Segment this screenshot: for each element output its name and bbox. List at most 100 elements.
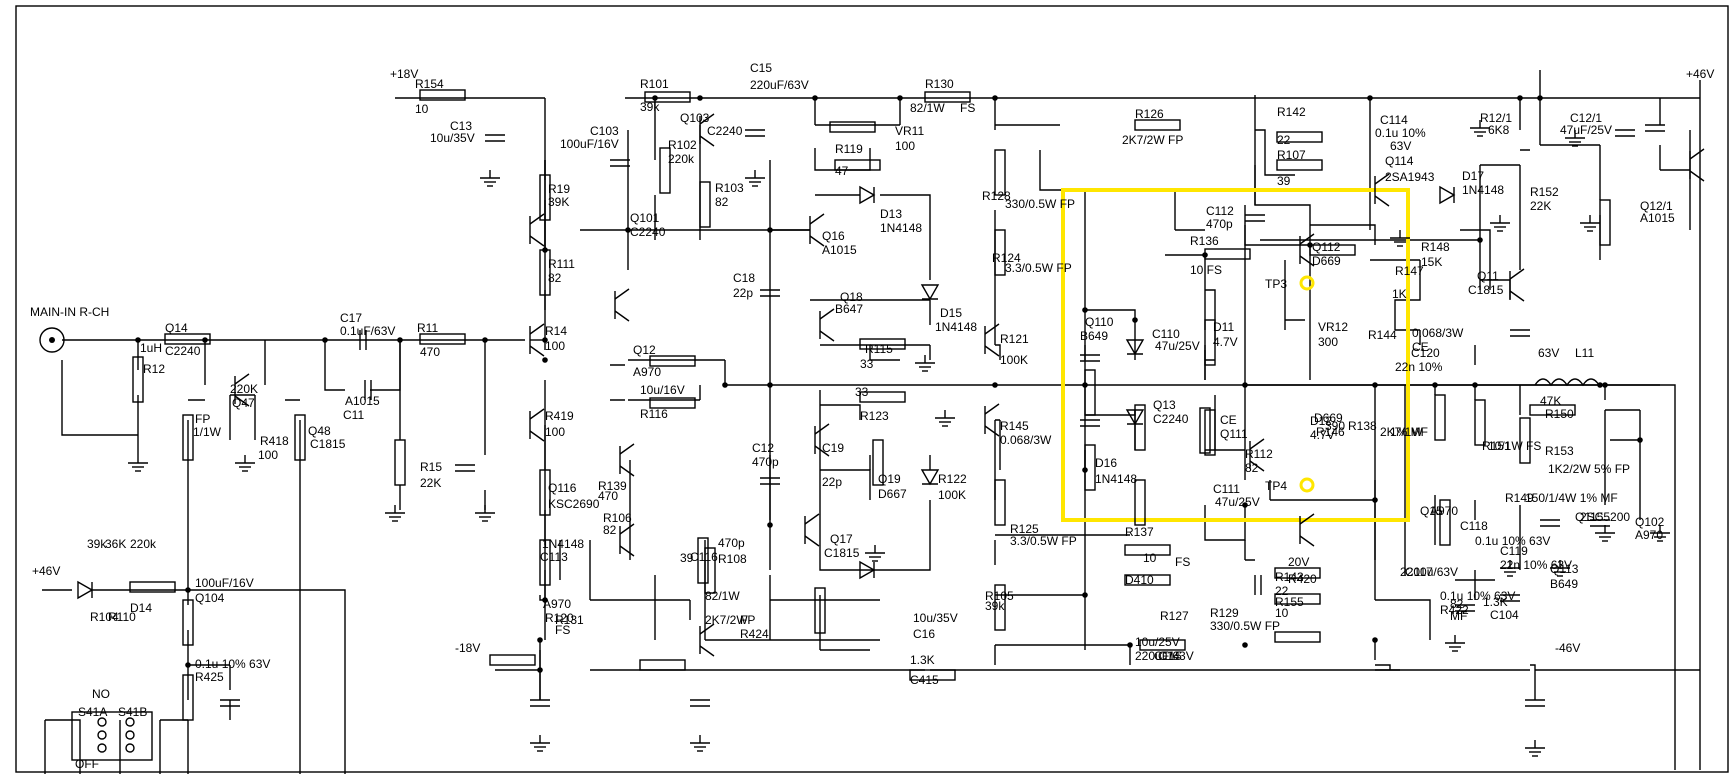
component-label: R139 [598,479,627,493]
component-label: 1.3K [1483,595,1508,609]
diode-icon [77,580,94,600]
component-label: 1K2/2W 5% FP [1548,462,1630,476]
component-label: 1N4148 [1462,183,1504,197]
component-label: 2200u/63V [1400,565,1458,579]
component-label: MF [1450,609,1467,623]
transistor-icon [234,395,250,407]
resistor-icon [1134,404,1146,451]
component-label: 33 [860,357,874,371]
component-label: 100uF/16V [560,137,619,151]
transistor-icon [1509,290,1525,302]
component-label: VR12 [1318,320,1348,334]
component-label: 39 [1277,174,1291,188]
junction-dot [1132,317,1138,323]
junction-dot [722,382,728,388]
component-label: 22n 10% [1395,360,1443,374]
junction-dot [1367,95,1373,101]
component-label: 100 [895,139,915,153]
component-label: 20V [1288,555,1309,569]
transistor-icon [984,345,1000,357]
component-label: 150/1/4W 1% MF [1525,491,1618,505]
resistor-icon [697,537,709,584]
resistor-icon [1434,394,1446,441]
component-label: R149 [1505,491,1534,505]
component-label: R19 [548,182,570,196]
component-label: R128 [982,189,1011,203]
component-label: 10/1W FS [1488,439,1541,453]
component-label: A1015 [345,394,380,408]
transistor-icon [804,513,820,525]
component-label: KSC2690 [548,497,600,511]
component-label: R131 [555,613,584,627]
junction-dot [992,95,998,101]
component-label: C17 [340,311,362,325]
resistor-icon [994,149,1006,196]
resistor-icon [659,147,671,194]
rail-pos46: +46V [1686,67,1714,81]
component-label: Q116 [548,481,577,495]
junction-dot [397,337,403,343]
component-label: R136 [1190,234,1219,248]
resistor-icon [1124,544,1171,556]
component-label: R126 [1135,107,1164,121]
component-label: D12 [1310,414,1332,428]
component-label: 300 [1318,335,1338,349]
junction-dot [1242,642,1248,648]
junction-dot [1432,382,1438,388]
transistor-icon [1299,233,1315,245]
component-label: 4.7V [1213,335,1238,349]
component-label: R418 [260,434,289,448]
junction-dot [1517,95,1523,101]
component-label: 330/0.5W FP [1005,197,1075,211]
switch-contact-icon [125,743,135,753]
component-label: CE [1220,413,1237,427]
component-label: R145 [1000,419,1029,433]
component-label: R112 [1245,447,1273,461]
component-label: 47u/25V [1215,495,1260,509]
switch-no-label: NO [92,687,110,701]
diode-icon [920,469,940,486]
component-label: 4.7V [1310,428,1335,442]
resistor-icon [994,229,1006,276]
component-label: C2240 [1153,412,1189,426]
component-label: 47K [1540,394,1561,408]
component-label: 22p [822,475,842,489]
component-label: R425 [195,670,224,684]
component-label: A970 [1635,528,1663,542]
transistor-icon [814,445,830,457]
component-label: 0.1u 10% 63V [1440,589,1515,603]
junction-dot [202,337,208,343]
resistor-icon [539,174,551,221]
component-label: Q114 [1385,154,1414,168]
switch-s41a-label: S41A [78,705,107,719]
component-label: R110 [108,610,136,624]
component-label: R104 [90,610,119,624]
diode-icon [1125,409,1145,426]
transistor-icon [619,545,635,557]
component-label: 220k [668,152,695,166]
component-label: 1.3K [910,653,935,667]
component-label: 0.1u 10% 63V [195,657,270,671]
junction-dot [135,337,141,343]
component-label: R121 [1000,332,1029,346]
resistor-icon [829,121,876,133]
resistor-icon [814,587,826,634]
component-label: 1N4148 [880,221,922,235]
component-label: FP [740,613,755,627]
diode-icon [859,560,876,580]
component-label: D15 [940,306,962,320]
component-label: C114 [1380,113,1408,127]
component-label: R137 [1125,525,1154,539]
component-label: Q113 [1550,562,1579,576]
component-label: 3.3/0.5W FP [1010,534,1077,548]
component-label: Q12/1 [1640,199,1673,213]
diode-icon [1125,339,1145,356]
component-label: 2K7/2W [705,613,748,627]
component-label: 0.068/3W [1412,326,1464,340]
resistor-icon [704,547,716,594]
component-label: Q112 [1312,240,1341,254]
transistor-icon [529,323,545,335]
component-label: R127 [1160,609,1189,623]
component-label: R125 [1010,522,1039,536]
